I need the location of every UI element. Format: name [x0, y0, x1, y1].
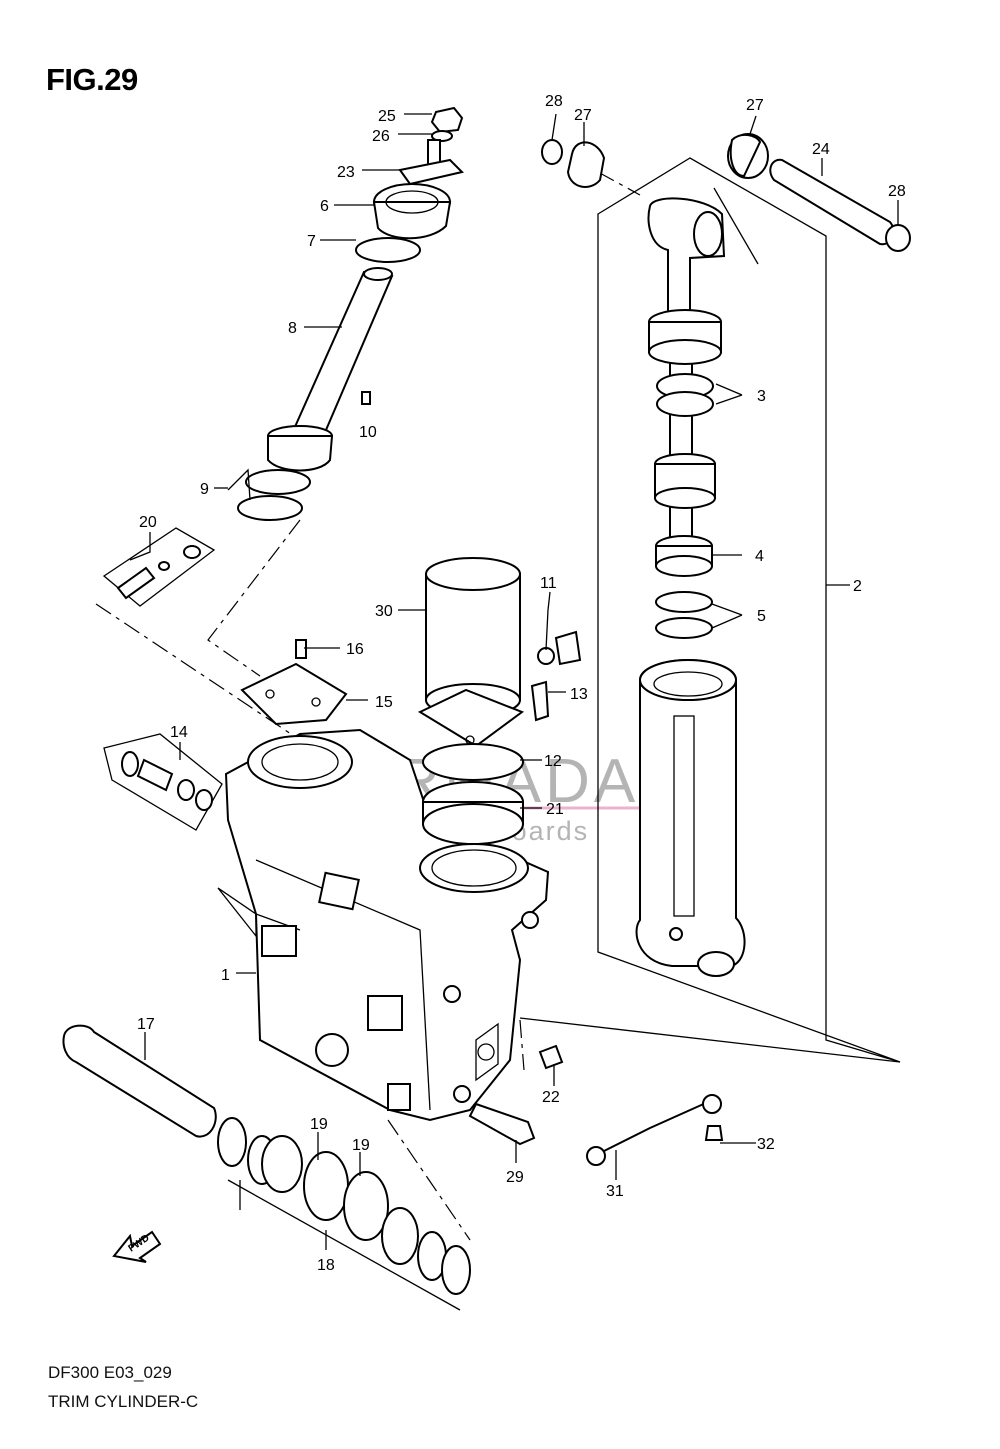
callout-5: 5: [757, 608, 766, 625]
hardware-group: [468, 1044, 724, 1166]
trim-cylinder-assembly: [635, 187, 759, 977]
figure-name: TRIM CYLINDER-C: [48, 1392, 199, 1411]
callout-28b: 28: [888, 183, 906, 200]
fwd-arrow-icon: FWD: [112, 1230, 162, 1263]
callout-32: 32: [757, 1136, 775, 1153]
callout-3: 3: [757, 388, 766, 405]
callout-17: 17: [137, 1016, 155, 1033]
callout-27b: 27: [746, 97, 764, 114]
pin-bushing-group: [541, 133, 911, 252]
plate-15: [240, 639, 348, 726]
trim-cylinder-outline: [519, 157, 901, 1063]
callout-1: 1: [221, 967, 230, 984]
figure-title: FIG.29: [46, 62, 138, 97]
callout-30: 30: [375, 603, 393, 620]
callout-28a: 28: [545, 93, 563, 110]
callout-26: 26: [372, 128, 390, 145]
callout-labels: 25 26 23 6 7 8 10 9 20 30 11 16 13 15 14…: [137, 93, 906, 1274]
callout-24: 24: [812, 141, 830, 158]
callout-31: 31: [606, 1183, 624, 1200]
callout-14: 14: [170, 724, 188, 741]
callout-6: 6: [320, 198, 329, 215]
callout-16: 16: [346, 641, 364, 658]
reservoir-rod-group: [227, 106, 464, 521]
callout-23: 23: [337, 164, 355, 181]
callout-4: 4: [755, 548, 764, 565]
callout-21: 21: [546, 801, 564, 818]
valve-assembly-14: [103, 733, 223, 831]
callout-2: 2: [853, 578, 862, 595]
shaft-seal-group: [62, 1024, 471, 1311]
callout-25: 25: [378, 108, 396, 125]
callout-22: 22: [542, 1089, 560, 1106]
callout-10: 10: [359, 424, 377, 441]
callout-12: 12: [544, 753, 562, 770]
callout-8: 8: [288, 320, 297, 337]
callout-27a: 27: [574, 107, 592, 124]
callout-18: 18: [317, 1257, 335, 1274]
callout-19a: 19: [310, 1116, 328, 1133]
callout-13: 13: [570, 686, 588, 703]
manifold-body: [217, 728, 550, 1122]
callout-15: 15: [375, 694, 393, 711]
callout-11: 11: [540, 575, 557, 592]
callout-7: 7: [307, 233, 316, 250]
model-code: DF300 E03_029: [48, 1363, 172, 1382]
callout-19b: 19: [352, 1137, 370, 1154]
leader-lines: [129, 113, 899, 1250]
callout-9: 9: [200, 481, 209, 498]
callout-20: 20: [139, 514, 157, 531]
callout-29: 29: [506, 1169, 524, 1186]
reservoir-30: [417, 557, 582, 845]
valve-assembly-20: [102, 527, 216, 607]
